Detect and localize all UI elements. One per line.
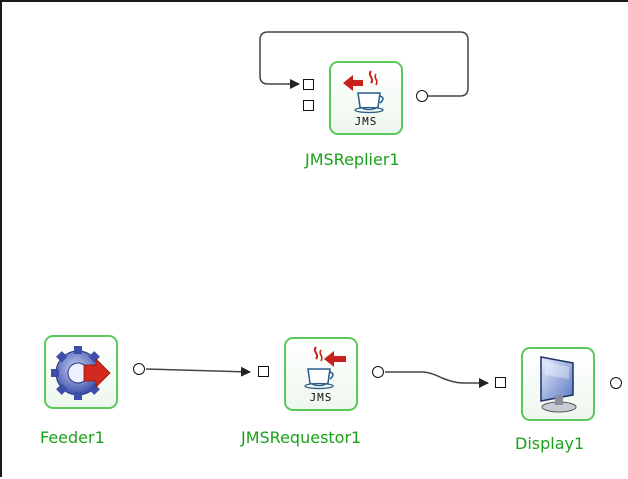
feeder-output-port[interactable] — [133, 363, 145, 375]
requestor-input-port[interactable] — [258, 366, 269, 377]
display-label: Display1 — [515, 434, 585, 453]
replier-output-port[interactable] — [416, 90, 428, 102]
jms-requestor-node[interactable]: JMS — [284, 337, 358, 411]
display-node[interactable] — [521, 347, 595, 421]
requestor-badge: JMS — [309, 391, 333, 404]
replier-badge: JMS — [354, 115, 378, 128]
jms-replier-node[interactable]: JMS — [329, 61, 403, 135]
jms-replier-icon — [343, 70, 384, 114]
replier-input-port-1[interactable] — [303, 79, 314, 90]
requestor-output-port[interactable] — [372, 366, 384, 378]
wire-feeder-to-requestor — [145, 366, 251, 377]
wire-requestor-to-display — [385, 371, 489, 388]
jms-requestor-icon — [304, 346, 346, 390]
feeder-label: Feeder1 — [40, 428, 105, 447]
replier-label: JMSReplier1 — [305, 150, 400, 169]
display-input-port[interactable] — [495, 377, 506, 388]
feeder-gear-icon — [51, 346, 111, 400]
display-monitor-icon — [540, 356, 577, 413]
feeder-node[interactable] — [44, 335, 118, 409]
requestor-label: JMSRequestor1 — [241, 428, 362, 447]
wire-replier-loop — [259, 31, 469, 97]
display-output-port[interactable] — [610, 377, 622, 389]
replier-input-port-2[interactable] — [303, 100, 314, 111]
